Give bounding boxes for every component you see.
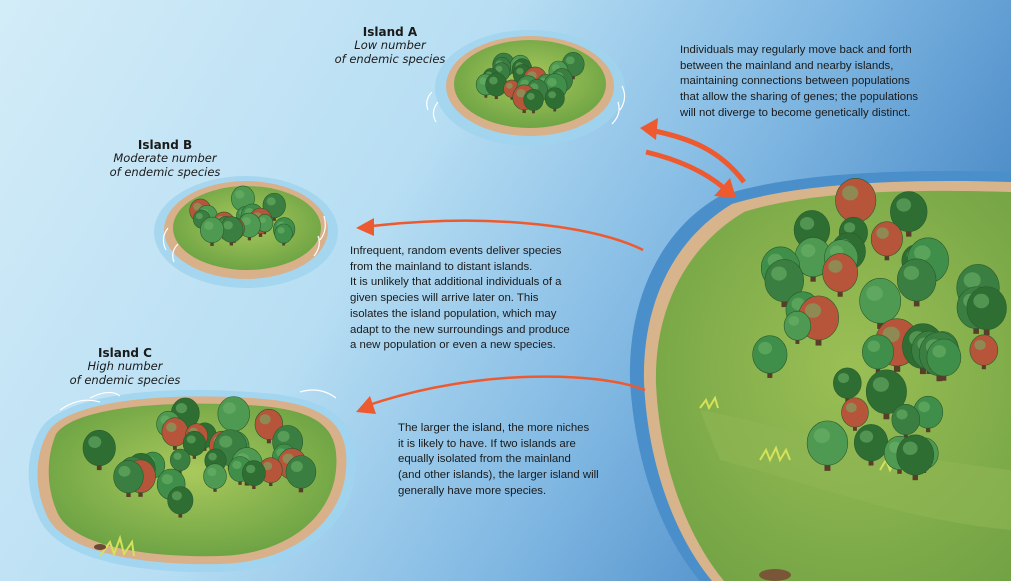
- tree-icon: [241, 460, 266, 490]
- caption-random-events: Infrequent, random events deliver specie…: [350, 244, 620, 354]
- caption-gene-flow-line: maintaining connections between populati…: [680, 75, 910, 88]
- tree-icon: [841, 397, 869, 431]
- island-b-desc-line2: of endemic species: [109, 165, 221, 180]
- tree-icon: [890, 191, 928, 237]
- tree-icon: [853, 424, 889, 466]
- caption-random-events-line: adapt to the new surroundings and produc…: [350, 323, 570, 336]
- island-b-name: Island B: [137, 138, 193, 152]
- caption-gene-flow-line: between the mainland and nearby islands,: [680, 59, 894, 72]
- tree-icon: [274, 223, 293, 246]
- tree-icon: [896, 434, 935, 481]
- island-a-desc-line2: of endemic species: [334, 52, 446, 67]
- tree-icon: [217, 396, 250, 436]
- tree-icon: [167, 486, 194, 518]
- island-c-label: Island C High number of endemic species: [50, 346, 200, 388]
- tree-icon: [870, 221, 903, 261]
- caption-gene-flow: Individuals may regularly move back and …: [680, 43, 980, 122]
- caption-random-events-line: It is unlikely that additional individua…: [350, 276, 562, 289]
- caption-gene-flow-line: will not diverge to become genetically d…: [680, 106, 911, 119]
- tree-icon: [203, 463, 227, 492]
- island-b-illustration: [154, 176, 338, 288]
- arrow-mainland-to-island-c: [356, 375, 646, 414]
- tree-icon: [523, 88, 544, 114]
- tree-icon: [913, 395, 944, 433]
- tree-icon: [794, 237, 832, 282]
- island-c-desc-line1: High number: [87, 359, 163, 374]
- caption-random-events-line: from the mainland to distant islands.: [350, 260, 533, 273]
- tree-icon: [806, 420, 849, 471]
- caption-random-events-line: isolates the island population, which ma…: [350, 307, 557, 320]
- island-c-name: Island C: [98, 346, 152, 360]
- island-c-illustration: [28, 389, 357, 573]
- tree-icon: [544, 87, 565, 112]
- tree-icon: [199, 216, 225, 246]
- tree-icon: [926, 338, 962, 381]
- caption-island-size-line: generally have more species.: [398, 484, 547, 497]
- tree-icon: [891, 403, 921, 439]
- tree-icon: [966, 286, 1007, 336]
- tree-icon: [862, 334, 895, 374]
- tree-icon: [82, 429, 116, 471]
- tree-icon: [865, 369, 907, 420]
- tree-icon: [169, 448, 191, 474]
- tree-icon: [969, 334, 999, 370]
- island-c-desc-line2: of endemic species: [69, 373, 181, 388]
- tree-icon: [783, 310, 812, 344]
- caption-gene-flow-line: that allow the sharing of genes; the pop…: [680, 91, 919, 104]
- island-a-illustration: [426, 30, 626, 146]
- island-a-desc-line1: Low number: [354, 38, 426, 53]
- island-b-desc-line1: Moderate number: [113, 151, 217, 166]
- island-a-label: Island A Low number of endemic species: [320, 25, 460, 67]
- caption-island-size-line: (and other islands), the larger island w…: [398, 469, 599, 482]
- tree-icon: [822, 253, 859, 297]
- tree-icon: [219, 216, 244, 246]
- tree-icon: [285, 455, 317, 493]
- caption-island-size-line: The larger the island, the more niches: [398, 422, 590, 434]
- tree-icon: [896, 258, 937, 307]
- caption-gene-flow-line: Individuals may regularly move back and …: [680, 44, 912, 56]
- caption-random-events-line: given species will arrive later on. This: [350, 292, 539, 305]
- mainland-illustration: [629, 171, 1011, 581]
- arrow-mainland-to-island-a: [640, 118, 746, 184]
- tree-icon: [113, 460, 144, 497]
- tree-icon: [859, 278, 902, 329]
- caption-island-size-line: equally isolated from the mainland: [398, 453, 571, 466]
- tree-icon: [182, 430, 206, 459]
- caption-island-size: The larger the island, the more niches i…: [398, 421, 648, 500]
- tree-icon: [161, 417, 189, 450]
- island-a-name: Island A: [362, 25, 418, 39]
- caption-random-events-line: a new population or even a new species.: [350, 339, 556, 352]
- tree-icon: [752, 335, 788, 378]
- island-b-label: Island B Moderate number of endemic spec…: [90, 138, 240, 180]
- caption-random-events-line: Infrequent, random events deliver specie…: [350, 245, 562, 257]
- tree-icon: [485, 72, 508, 100]
- caption-island-size-line: it is likely to have. If two islands are: [398, 437, 576, 450]
- tree-icon: [764, 259, 805, 308]
- tree-icon: [833, 367, 862, 403]
- arrow-island-a-to-mainland: [645, 149, 736, 198]
- arrow-mainland-to-island-b: [356, 218, 644, 252]
